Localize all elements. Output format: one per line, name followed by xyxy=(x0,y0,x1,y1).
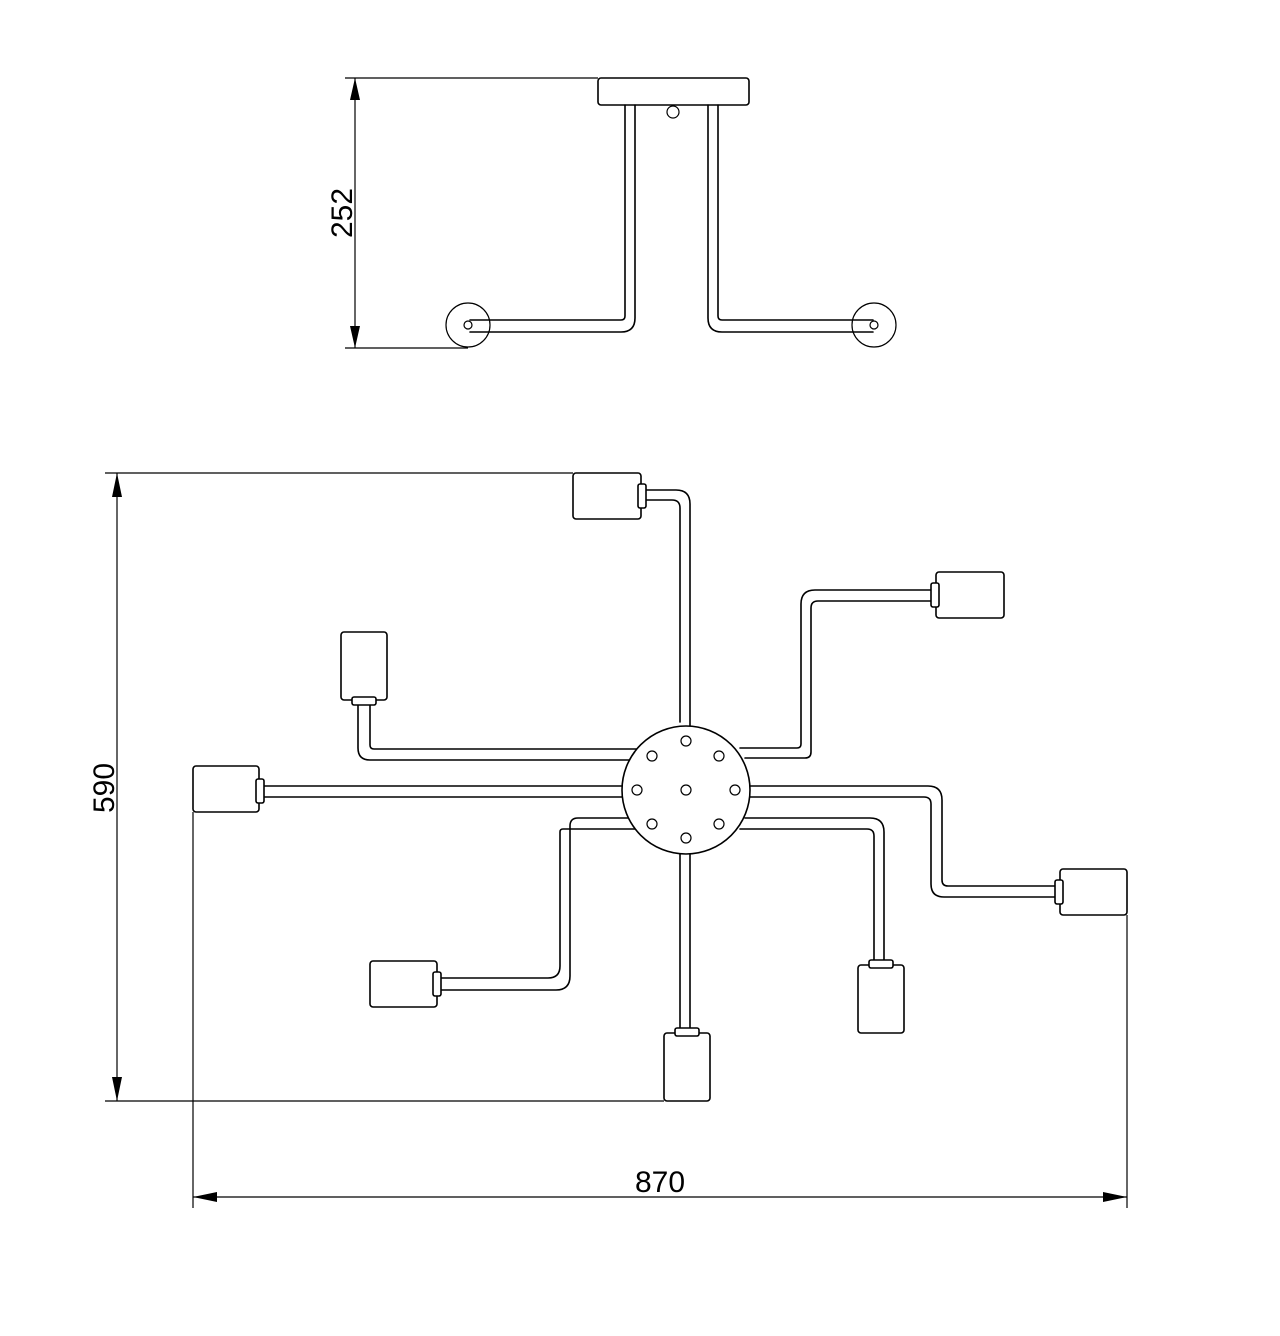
dim-arrow-width-right xyxy=(1103,1192,1127,1202)
hub-port-s xyxy=(680,832,692,844)
dim-arrow-down xyxy=(350,326,360,348)
side-arm-right-inner xyxy=(707,104,874,333)
arm-north-a xyxy=(645,489,691,741)
side-arm-left-inner xyxy=(469,104,636,333)
dim-arrow-depth-down xyxy=(112,1077,122,1101)
hub-port-n xyxy=(680,735,692,747)
arm-sw-a xyxy=(435,828,651,979)
arm-ne-b xyxy=(744,600,936,759)
socket-west xyxy=(192,765,265,813)
hub-port-sw xyxy=(646,818,658,830)
arm-sw-b xyxy=(435,817,656,991)
side-socket-left xyxy=(445,302,491,348)
socket-east xyxy=(1054,868,1128,916)
socket-nw xyxy=(340,631,388,706)
canopy-screw xyxy=(666,105,680,119)
dim-arrow-width-left xyxy=(193,1192,217,1202)
dim-label-height: 252 xyxy=(326,188,359,238)
dim-arrow-depth-up xyxy=(112,473,122,497)
side-socket-left-center xyxy=(463,320,473,330)
socket-se xyxy=(857,959,905,1034)
side-arm-right-outer xyxy=(717,104,874,321)
arm-north-b xyxy=(645,499,681,723)
dim-arrow-up xyxy=(350,78,360,100)
socket-south xyxy=(663,1027,711,1102)
dim-label-depth: 590 xyxy=(88,763,121,813)
arm-ne-a xyxy=(739,589,936,749)
arm-nw-b xyxy=(369,699,651,750)
hub-port-w xyxy=(631,784,643,796)
hub-port-ne xyxy=(713,750,725,762)
side-socket-right xyxy=(851,302,897,348)
arm-nw-a xyxy=(357,699,641,761)
ceiling-canopy xyxy=(597,77,750,106)
side-socket-right-center xyxy=(869,320,879,330)
dim-label-width: 870 xyxy=(635,1166,685,1199)
hub-port-nw xyxy=(646,750,658,762)
central-hub xyxy=(621,725,751,855)
hub-port-e xyxy=(729,784,741,796)
side-view: 252 xyxy=(326,77,897,349)
arm-se-b xyxy=(739,828,875,965)
hub-center-screw xyxy=(680,784,692,796)
hub-port-se xyxy=(713,818,725,830)
socket-north xyxy=(572,472,647,520)
arm-se-a xyxy=(744,817,885,965)
arm-east-b xyxy=(744,796,1059,898)
arm-east-a xyxy=(739,785,1059,887)
top-view: 590 870 xyxy=(88,472,1128,1208)
socket-sw xyxy=(369,960,442,1008)
socket-ne xyxy=(930,571,1005,619)
side-arm-left-outer xyxy=(469,104,626,321)
